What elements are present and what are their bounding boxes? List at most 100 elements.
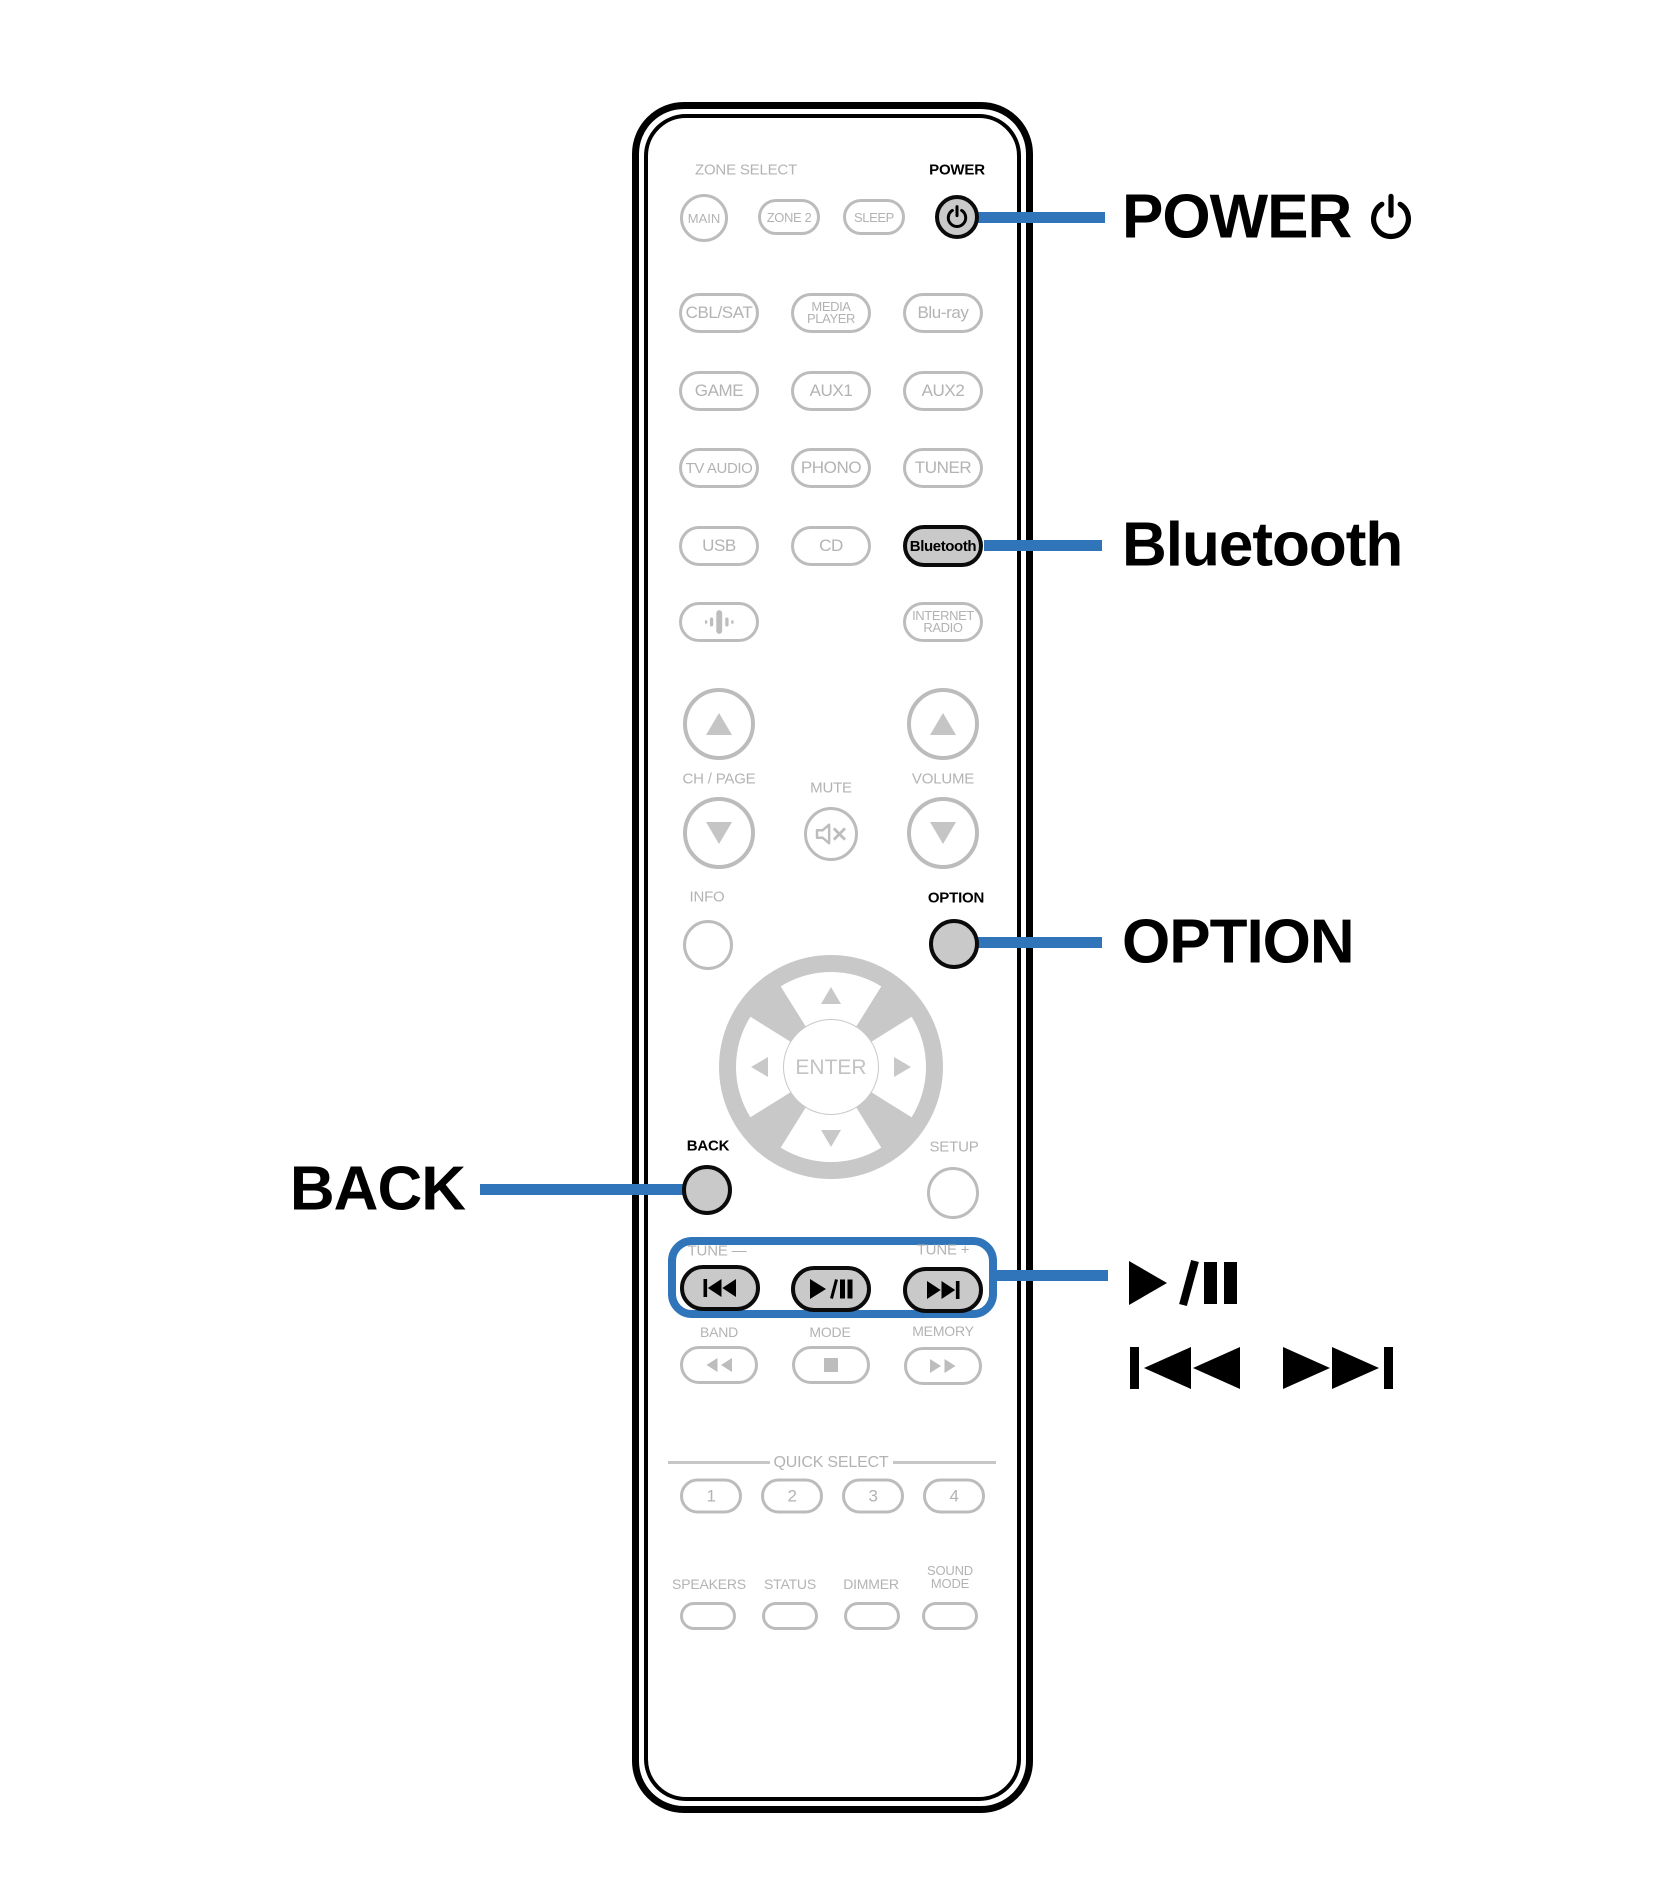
heos-button[interactable] <box>679 602 759 642</box>
zone-select-label: ZONE SELECT <box>695 161 797 179</box>
memory-label: MEMORY <box>912 1323 974 1339</box>
cursor-right-button[interactable] <box>871 1016 927 1118</box>
volume-down-button[interactable] <box>907 797 979 869</box>
bluetooth-callout: Bluetooth <box>1122 510 1403 580</box>
source-cbl-sat-button[interactable]: CBL/SAT <box>679 293 759 333</box>
speakers-button[interactable] <box>680 1602 736 1630</box>
option-annotation-line <box>978 937 1102 948</box>
info-label: INFO <box>689 888 725 906</box>
quick-select-4-button[interactable]: 4 <box>923 1478 985 1514</box>
quick-select-right-rule <box>893 1461 996 1464</box>
sleep-button[interactable]: SLEEP <box>843 199 905 235</box>
up-arrow-icon <box>930 713 956 735</box>
skip-back-and-skip-forward-icons <box>1130 1347 1393 1389</box>
quick-select-1-button[interactable]: 1 <box>680 1478 742 1514</box>
quick-select-2-button[interactable]: 2 <box>761 1478 823 1514</box>
skip-back-icon <box>703 1279 736 1297</box>
info-button[interactable] <box>683 920 733 970</box>
source-blu-ray-button[interactable]: Blu-ray <box>903 293 983 333</box>
down-arrow-icon <box>930 822 956 844</box>
mute-button[interactable] <box>804 807 858 861</box>
setup-button[interactable] <box>927 1167 979 1219</box>
channel-down-button[interactable] <box>683 797 755 869</box>
down-arrow-icon <box>706 822 732 844</box>
enter-button[interactable] <box>784 1020 878 1114</box>
rewind-button[interactable] <box>680 1346 758 1384</box>
source-bluetooth-button[interactable]: Bluetooth <box>903 525 983 567</box>
option-callout: OPTION <box>1122 907 1355 977</box>
source-cd-button[interactable]: CD <box>791 526 871 566</box>
ch-page-label: CH / PAGE <box>682 770 756 788</box>
bluetooth-annotation-line <box>984 540 1102 551</box>
play-pause-callout <box>1127 1259 1253 1307</box>
power-icon <box>1371 193 1412 239</box>
zone2-button[interactable]: ZONE 2 <box>758 199 820 235</box>
left-triangle-icon <box>751 1057 768 1077</box>
dimmer-label: DIMMER <box>843 1576 899 1592</box>
mode-label: MODE <box>809 1324 851 1340</box>
play-pause-icon <box>810 1279 853 1299</box>
quick-select-left-rule <box>668 1461 770 1464</box>
rewind-icon <box>706 1358 732 1372</box>
main-zone-button[interactable]: MAIN <box>680 194 728 242</box>
status-label: STATUS <box>764 1576 816 1592</box>
heos-icon <box>704 610 734 634</box>
volume-label: VOLUME <box>911 770 975 788</box>
tune-plus-label: TUNE + <box>916 1241 970 1259</box>
fast-forward-button[interactable] <box>904 1347 982 1385</box>
skip-callout <box>1128 1345 1395 1391</box>
skip-forward-icon <box>927 1281 960 1299</box>
quick-select-3-button[interactable]: 3 <box>842 1478 904 1514</box>
volume-up-button[interactable] <box>907 688 979 760</box>
cursor-up-button[interactable] <box>780 971 882 1027</box>
power-button[interactable] <box>935 195 979 239</box>
remote-body-inner-outline <box>644 114 1021 1801</box>
cursor-left-button[interactable] <box>735 1016 791 1118</box>
tune-minus-label: TUNE — <box>687 1242 747 1260</box>
enter-label: ENTER <box>795 1056 866 1079</box>
transport-annotation-outline <box>668 1237 997 1318</box>
sound-mode-button[interactable] <box>922 1602 978 1630</box>
back-label: BACK <box>686 1137 730 1155</box>
dimmer-button[interactable] <box>844 1602 900 1630</box>
up-triangle-icon <box>821 987 841 1004</box>
setup-label: SETUP <box>929 1138 979 1156</box>
source-usb-button[interactable]: USB <box>679 526 759 566</box>
source-game-button[interactable]: GAME <box>679 371 759 411</box>
source-tv-audio-button[interactable]: TV AUDIO <box>679 448 759 488</box>
cursor-down-button[interactable] <box>780 1107 882 1163</box>
power-callout: POWER <box>1122 182 1415 253</box>
channel-up-button[interactable] <box>683 688 755 760</box>
play-pause-icon <box>1129 1259 1237 1307</box>
stop-icon <box>824 1358 838 1372</box>
up-arrow-icon <box>706 713 732 735</box>
power-annotation-line <box>978 212 1105 223</box>
back-button[interactable] <box>682 1165 732 1215</box>
option-button[interactable] <box>929 919 979 969</box>
speakers-label: SPEAKERS <box>672 1576 746 1592</box>
play-pause-button[interactable] <box>791 1266 871 1312</box>
skip-back-button[interactable] <box>680 1265 760 1311</box>
source-aux2-button[interactable]: AUX2 <box>903 371 983 411</box>
fast-forward-icon <box>930 1359 956 1373</box>
right-triangle-icon <box>894 1057 911 1077</box>
band-label: BAND <box>699 1324 739 1340</box>
source-tuner-button[interactable]: TUNER <box>903 448 983 488</box>
stop-button[interactable] <box>792 1346 870 1384</box>
status-button[interactable] <box>762 1602 818 1630</box>
power-label: POWER <box>929 161 985 179</box>
back-annotation-line <box>480 1184 684 1195</box>
option-label: OPTION <box>927 889 985 907</box>
down-triangle-icon <box>821 1130 841 1147</box>
skip-forward-button[interactable] <box>903 1267 983 1313</box>
direction-pad[interactable]: ENTER <box>716 952 946 1182</box>
mute-label: MUTE <box>810 779 852 797</box>
quick-select-label: QUICK SELECT <box>773 1454 889 1471</box>
transport-annotation-line <box>995 1270 1108 1281</box>
source-phono-button[interactable]: PHONO <box>791 448 871 488</box>
source-aux1-button[interactable]: AUX1 <box>791 371 871 411</box>
